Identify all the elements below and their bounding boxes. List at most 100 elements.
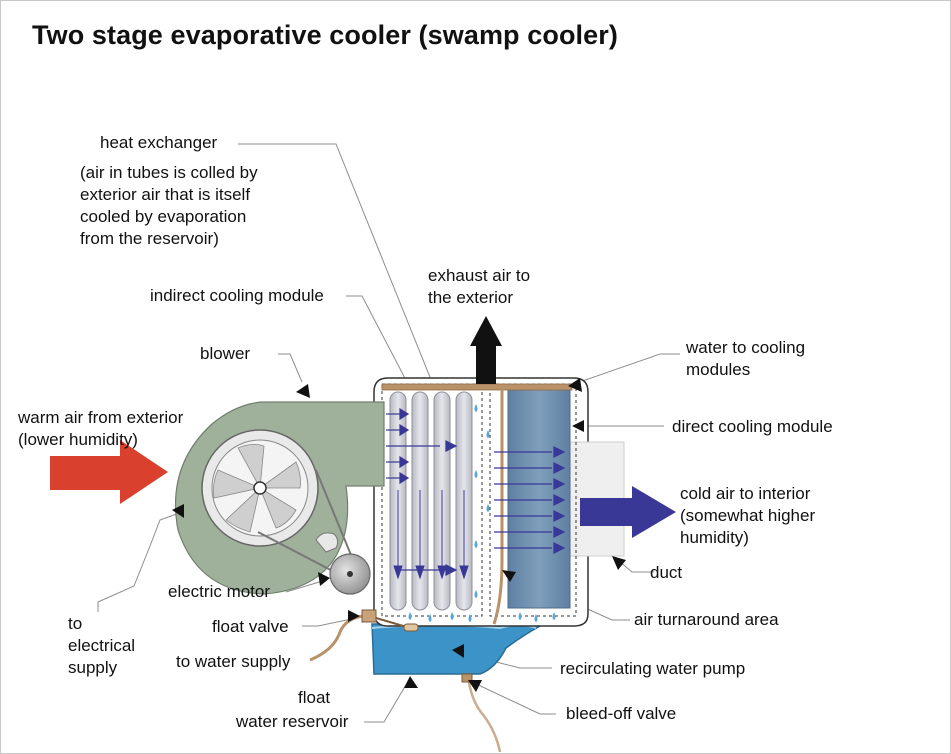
float	[403, 623, 419, 632]
drop	[474, 540, 478, 548]
fan-blade	[237, 444, 265, 490]
label-electrical-supply-1: to	[68, 614, 83, 633]
leader-heat-exchanger	[238, 143, 437, 393]
leader-water-to-modules	[573, 353, 680, 385]
flow-arrowhead	[445, 440, 458, 452]
label-bleed-off-valve: bleed-off valve	[566, 704, 677, 723]
flow-arrowhead	[553, 510, 566, 522]
leader-motor	[285, 579, 327, 593]
label-blower: blower	[200, 344, 251, 363]
exhaust-air-arrow	[470, 316, 502, 384]
flow-arrowhead	[399, 423, 410, 437]
label-exhaust-air-1: exhaust air to	[428, 266, 531, 285]
fan-blade	[258, 461, 301, 489]
label-electric-motor: electric motor	[168, 582, 271, 601]
label-cold-air-3: humidity)	[680, 528, 749, 547]
airflow-arrows	[386, 407, 566, 580]
pointer-water-modules	[568, 378, 582, 392]
blower-fan-blades	[213, 444, 301, 533]
label-water-to-modules-2: modules	[686, 360, 751, 379]
fan-blade	[213, 469, 262, 499]
flow-arrowhead	[399, 471, 410, 485]
pointer-motor	[318, 572, 330, 586]
flow-arrowhead	[399, 407, 410, 421]
pointer-direct-module	[572, 420, 584, 432]
leader-bleed	[471, 681, 556, 715]
drop	[518, 612, 522, 620]
label-heat-exchanger: heat exchanger	[100, 133, 218, 152]
label-electrical-supply-3: supply	[68, 658, 118, 677]
leader-electrical	[97, 511, 183, 612]
pointer-turnaround	[502, 570, 516, 582]
blower-hub	[253, 481, 267, 495]
drop	[450, 612, 454, 620]
label-electrical-supply-2: electrical	[68, 636, 136, 655]
pointer-duct	[612, 556, 626, 570]
motor-mount	[315, 532, 339, 553]
drop	[474, 470, 478, 478]
water-distribution-pipe	[381, 383, 573, 391]
label-water-reservoir: water reservoir	[236, 712, 349, 731]
pointer-heads	[172, 378, 626, 692]
pointer-bleed	[468, 680, 482, 692]
flow-arrowhead	[459, 565, 469, 580]
down-flow-arrows	[393, 490, 469, 580]
label-exhaust-air-2: the exterior	[428, 288, 514, 307]
fan-blade	[225, 486, 261, 533]
label-water-to-modules-1: water to cooling	[686, 338, 806, 357]
label-direct-cooling-module: direct cooling module	[672, 417, 833, 436]
drop	[408, 612, 412, 620]
label-float: float	[298, 688, 331, 707]
label-to-water-supply: to water supply	[176, 652, 291, 671]
drop	[474, 404, 478, 412]
water-reservoir	[371, 619, 542, 675]
drop	[534, 614, 538, 622]
leader-reservoir	[364, 677, 411, 723]
label-heat-exchanger-note-1: (air in tubes is colled by	[80, 163, 258, 182]
flow-arrowhead	[393, 565, 403, 580]
water-drops	[408, 404, 556, 622]
water-supply-pipe	[309, 614, 365, 662]
label-heat-exchanger-note-2: exterior air that is itself	[80, 185, 251, 204]
label-heat-exchanger-note-4: from the reservoir)	[80, 229, 219, 248]
pointer-pump	[452, 644, 464, 658]
flow-arrowhead	[445, 564, 458, 576]
flow-arrowhead	[553, 542, 566, 554]
drop	[552, 612, 556, 620]
leader-float-valve	[302, 617, 357, 627]
pointer-reservoir	[404, 676, 418, 688]
bleed-off-valve	[461, 673, 473, 683]
flow-arrowhead	[399, 455, 410, 469]
flow-arrowhead	[553, 446, 566, 458]
label-warm-air-1: warm air from exterior	[18, 408, 184, 427]
drop	[468, 614, 472, 622]
label-float-valve: float valve	[212, 617, 289, 636]
flow-arrowhead	[553, 478, 566, 490]
label-cold-air-2: (somewhat higher	[680, 506, 816, 525]
flow-arrowhead	[553, 494, 566, 506]
flow-arrowhead	[415, 565, 425, 580]
direct-module-arrows	[494, 446, 566, 554]
flow-arrowhead	[437, 565, 447, 580]
figure-title: Two stage evaporative cooler (swamp cool…	[32, 20, 618, 50]
drop	[428, 614, 432, 622]
drop	[486, 504, 490, 512]
bleed-off-pipe	[466, 673, 502, 753]
leader-indirect-module	[346, 295, 409, 385]
pointer-blower	[296, 384, 310, 398]
flow-arrowhead	[553, 462, 566, 474]
label-warm-air-2: (lower humidity)	[18, 430, 138, 449]
label-recirculating-water-pump: recirculating water pump	[560, 659, 746, 678]
fan-blade	[259, 487, 297, 529]
water-supply-riser	[492, 388, 504, 625]
inlet-air-arrows	[386, 407, 458, 485]
cold-air-arrow	[580, 486, 676, 538]
pointer-float-valve	[348, 610, 360, 622]
label-duct: duct	[650, 563, 683, 582]
drop	[486, 430, 490, 438]
warm-air-arrow	[50, 440, 168, 504]
motor-shaft	[347, 571, 353, 577]
label-indirect-cooling-module: indirect cooling module	[150, 286, 324, 305]
leader-blower	[278, 353, 303, 383]
drop	[474, 590, 478, 598]
